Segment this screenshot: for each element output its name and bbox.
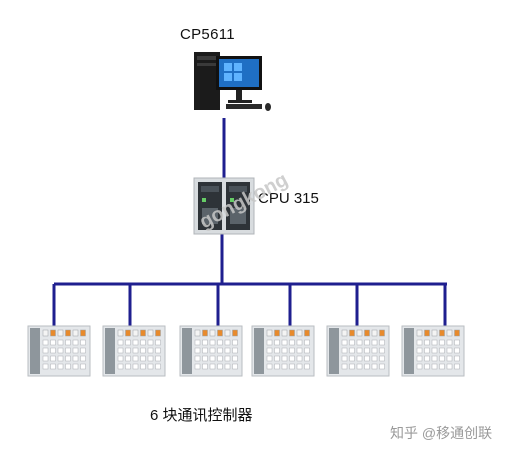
io-module-icon — [326, 325, 390, 377]
io-modules — [27, 325, 465, 377]
plc-cpu-icon — [193, 177, 255, 235]
bus-drops — [52, 284, 447, 326]
diagram-caption: 6 块通讯控制器 — [150, 407, 253, 424]
desktop-computer-icon — [194, 52, 271, 111]
pc-label: CP5611 — [180, 26, 235, 43]
io-module-icon — [179, 325, 243, 377]
io-module-icon — [27, 325, 91, 377]
io-module-icon — [102, 325, 166, 377]
io-module-icon — [251, 325, 315, 377]
zhihu-watermark: 知乎 @移通创联 — [390, 425, 493, 441]
cpu-label: CPU 315 — [258, 190, 319, 207]
io-module-icon — [401, 325, 465, 377]
